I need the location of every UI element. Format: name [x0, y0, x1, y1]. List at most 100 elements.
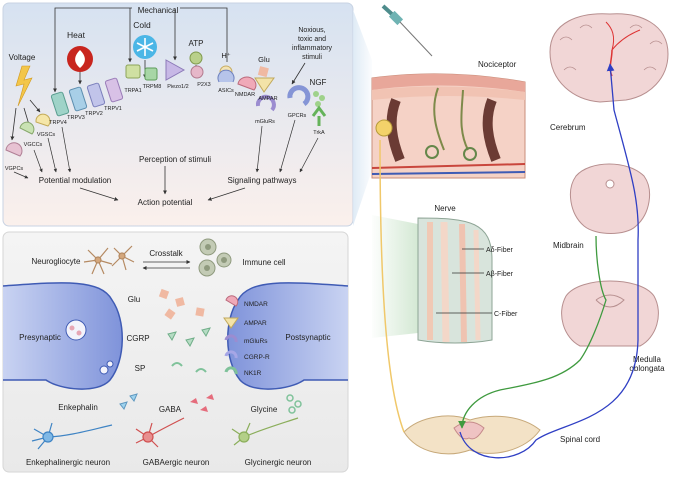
glutamate-icon	[257, 66, 269, 78]
medulla-oblongata-icon	[561, 280, 659, 347]
midbrain-icon	[569, 163, 651, 234]
neurogliocyte-icon	[83, 245, 135, 275]
glycinergic-neuron-icon	[231, 417, 299, 446]
arrow-trka-signaling	[299, 137, 319, 173]
label-medulla-2: oblongata	[629, 364, 665, 373]
glycine-molecule-icon	[294, 400, 302, 408]
postsynaptic-terminal	[227, 282, 349, 390]
enkephalinergic-neuron-icon	[31, 422, 113, 450]
label-signaling-pathways: Signaling pathways	[228, 176, 297, 185]
trka-receptor-icon	[311, 105, 327, 126]
skin-cross-section	[371, 73, 526, 179]
label-presynaptic: Presynaptic	[19, 333, 61, 342]
label-mglurs-top: mGluRs	[255, 119, 275, 125]
ampar-channel-icon	[254, 77, 275, 93]
label-vgscs: VGSCs	[37, 132, 56, 138]
afferent-nerve-path	[379, 139, 405, 433]
label-p2x3: P2X3	[197, 82, 210, 88]
trpv2-channel-icon	[86, 82, 106, 108]
label-trpv2: TRPV2	[85, 111, 103, 117]
glutamate-molecule-icon	[175, 297, 185, 307]
presynaptic-terminal	[2, 282, 123, 390]
bottom-panel: Neurogliocyte Crosstalk Immune cell Pres…	[2, 231, 349, 473]
release-vesicle-icon	[99, 365, 109, 375]
gaba-molecule-icon	[206, 394, 214, 400]
spinal-cord-icon	[403, 415, 541, 455]
arrow-volt-vgsc	[29, 99, 41, 113]
top-panel: Mechanical Heat Cold ATP H⁺ Glu Noxious,…	[2, 2, 372, 227]
cerebrum-icon	[549, 13, 669, 103]
zoom-wedge-nerve	[372, 215, 418, 338]
trpa1-channel-icon	[125, 64, 141, 79]
sp-molecule-icon	[171, 362, 183, 367]
nk1r-receptor-icon	[224, 366, 238, 375]
nmdar-receptor-icon	[225, 295, 239, 307]
label-mechanical: Mechanical	[138, 6, 179, 15]
label-noxious-1: Noxious,	[298, 27, 325, 34]
glutamate-molecule-icon	[158, 288, 170, 300]
label-vgpcs: VGPCs	[5, 166, 24, 172]
cgrp-molecule-icon	[167, 331, 177, 341]
arrow-trp-modulation	[61, 126, 72, 173]
ngf-molecule-icon	[315, 101, 321, 107]
ngf-molecule-icon	[319, 95, 325, 101]
sp-molecule-icon	[195, 368, 207, 373]
release-vesicle-icon	[106, 360, 114, 368]
label-medulla-1: Medulla	[633, 355, 662, 364]
label-voltage: Voltage	[9, 53, 36, 62]
label-neurogliocyte: Neurogliocyte	[32, 257, 81, 266]
label-gaba: GABA	[159, 405, 182, 414]
arrow-gpcr-signaling	[279, 119, 296, 173]
label-atp: ATP	[189, 39, 204, 48]
glutamate-molecule-icon	[195, 307, 205, 317]
glutamate-molecule-icon	[164, 308, 176, 320]
mechanical-bracket	[54, 7, 228, 62]
mglurs-receptor-icon	[255, 94, 276, 112]
arrow-mglur-signaling	[255, 125, 263, 173]
arrow-modulation-ap	[79, 187, 119, 201]
label-spinal-cord: Spinal cord	[560, 435, 600, 444]
label-noxious-3: inflammatory	[292, 45, 333, 52]
synaptic-vesicle-icon	[65, 319, 87, 341]
label-noxious-2: toxic and	[298, 36, 326, 43]
label-ampar-bottom: AMPAR	[244, 320, 267, 327]
label-nk1r: NK1R	[244, 370, 262, 377]
gabaergic-neuron-icon	[135, 417, 185, 448]
label-piezo: Piezo1/2	[167, 84, 188, 90]
cgrp-molecule-icon	[185, 337, 195, 347]
arrow-vgcc-modulation	[33, 149, 43, 173]
label-ngf: NGF	[310, 78, 327, 87]
label-perception: Perception of stimuli	[139, 155, 211, 164]
label-gpcrs: GPCRs	[288, 113, 307, 119]
vesicle-content-icon	[76, 330, 82, 336]
label-trpv4: TRPV4	[49, 120, 67, 126]
gaba-molecule-icon	[190, 398, 198, 404]
vgccs-channel-icon	[19, 121, 35, 135]
immune-cell-icon	[198, 238, 232, 277]
nmdar-channel-icon	[237, 76, 257, 91]
ngf-molecule-icon	[313, 91, 319, 97]
snowflake-glyph	[136, 38, 154, 56]
right-panel: Nociceptor Nerve Aδ-F	[371, 4, 669, 459]
label-mglurs-bottom: mGluRs	[244, 338, 268, 345]
flame-icon	[75, 50, 85, 68]
label-glu-top: Glu	[258, 55, 270, 64]
label-nmdar-top: NMDAR	[235, 92, 255, 98]
piezo-channel-icon	[165, 59, 186, 81]
label-nmdar-bottom: NMDAR	[244, 301, 268, 308]
label-glycine: Glycine	[251, 405, 278, 414]
label-nociceptor: Nociceptor	[478, 60, 517, 69]
label-enkephalinergic-neuron: Enkephalinergic neuron	[26, 458, 110, 467]
label-nerve: Nerve	[434, 204, 456, 213]
arrow-signaling-ap	[207, 187, 246, 201]
label-glu-bottom: Glu	[128, 295, 140, 304]
label-sp: SP	[135, 364, 146, 373]
p2x3-channel-icon	[190, 65, 204, 79]
atp-molecule-icon	[189, 51, 203, 65]
label-vgccs: VGCCs	[24, 142, 43, 148]
trpm8-channel-icon	[144, 67, 158, 81]
glycine-molecule-icon	[286, 394, 294, 402]
nerve-fiber-bundle	[417, 217, 493, 344]
